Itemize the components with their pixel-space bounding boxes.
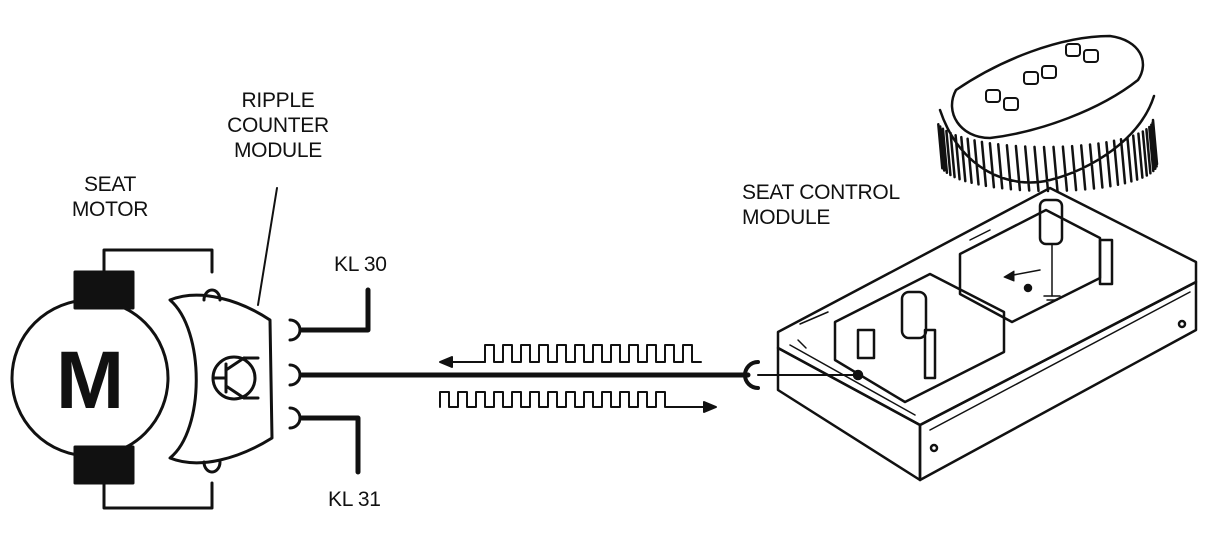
motor-letter: M [56, 335, 124, 426]
pulse-train-top [439, 344, 702, 368]
kl31-label: KL 31 [328, 488, 381, 511]
connector-pins [288, 287, 859, 475]
seat-motor-label: SEAT MOTOR [60, 172, 160, 222]
kl30-label: KL 30 [334, 253, 387, 276]
kl30-wire [299, 287, 371, 333]
keypad-top [950, 34, 1145, 140]
control-module-connector [743, 360, 760, 390]
motor-wire-top [102, 248, 214, 274]
ripple-leader-line [257, 187, 278, 306]
seat-control-label-line-1: SEAT CONTROL [742, 181, 900, 204]
keypad-buttons [985, 43, 1099, 111]
seat-control-module [776, 186, 1198, 482]
motor-brush-top [73, 270, 135, 310]
ripple-label-line-3: MODULE [233, 139, 323, 162]
module-housing-side [918, 280, 1198, 482]
pulse-train-bottom [439, 391, 717, 413]
kl31-wire [299, 415, 361, 475]
motor-brush-bottom [73, 445, 135, 485]
seat-control-module-label: SEAT CONTROL MODULE [742, 180, 900, 230]
ripple-module-body [168, 293, 274, 465]
keypad-ribbed-skirt [937, 94, 1159, 193]
ripple-label-line-1: RIPPLE [241, 89, 315, 112]
ripple-label-line-2: COUNTER [227, 114, 329, 137]
seat-control-label-line-2: MODULE [742, 206, 831, 229]
switch-keypad [937, 34, 1159, 193]
ripple-counter-module-label: RIPPLE COUNTER MODULE [218, 88, 338, 163]
seat-motor-label-line-2: MOTOR [71, 198, 149, 221]
seat-motor-label-line-1: SEAT [83, 173, 137, 196]
motor-wire-bottom [102, 481, 214, 510]
ripple-counter-module [168, 187, 278, 465]
